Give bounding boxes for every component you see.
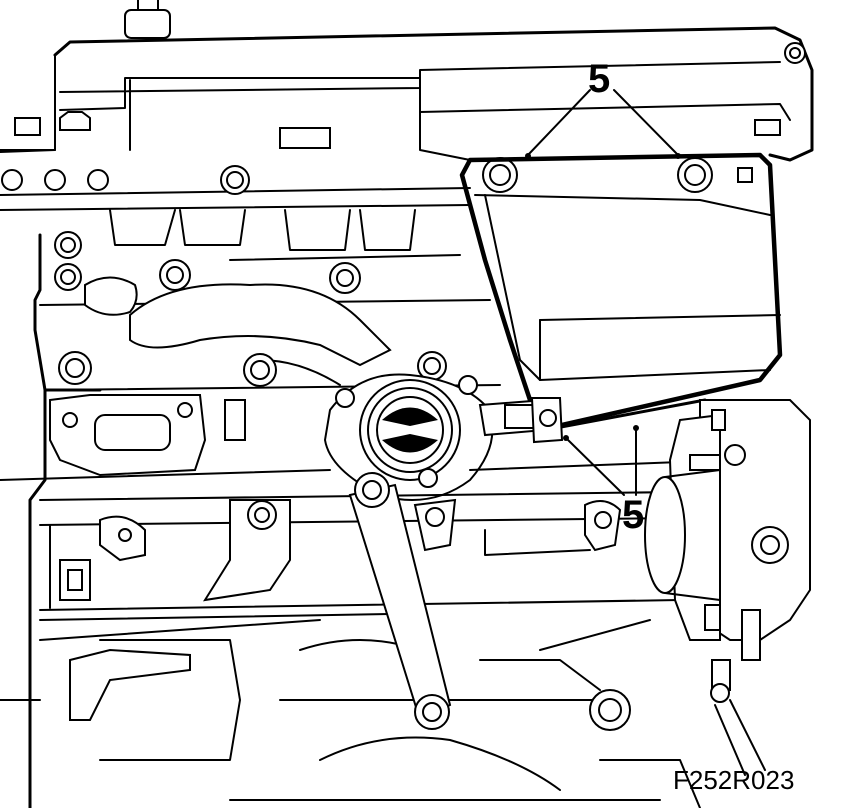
figure-id-label: F252R023	[673, 765, 794, 795]
callout-leaders	[525, 89, 681, 496]
manifold-nuts	[54, 231, 447, 387]
engine-block	[0, 388, 701, 808]
alternator	[644, 399, 811, 776]
callout-label-bottom: 5	[622, 493, 644, 537]
heat-shield	[459, 152, 783, 433]
callout-label-top: 5	[588, 57, 610, 101]
exhaust-flange	[323, 373, 564, 501]
cylinder-head	[0, 0, 814, 211]
support-bracket	[348, 472, 457, 730]
head-bolts	[1, 42, 806, 195]
